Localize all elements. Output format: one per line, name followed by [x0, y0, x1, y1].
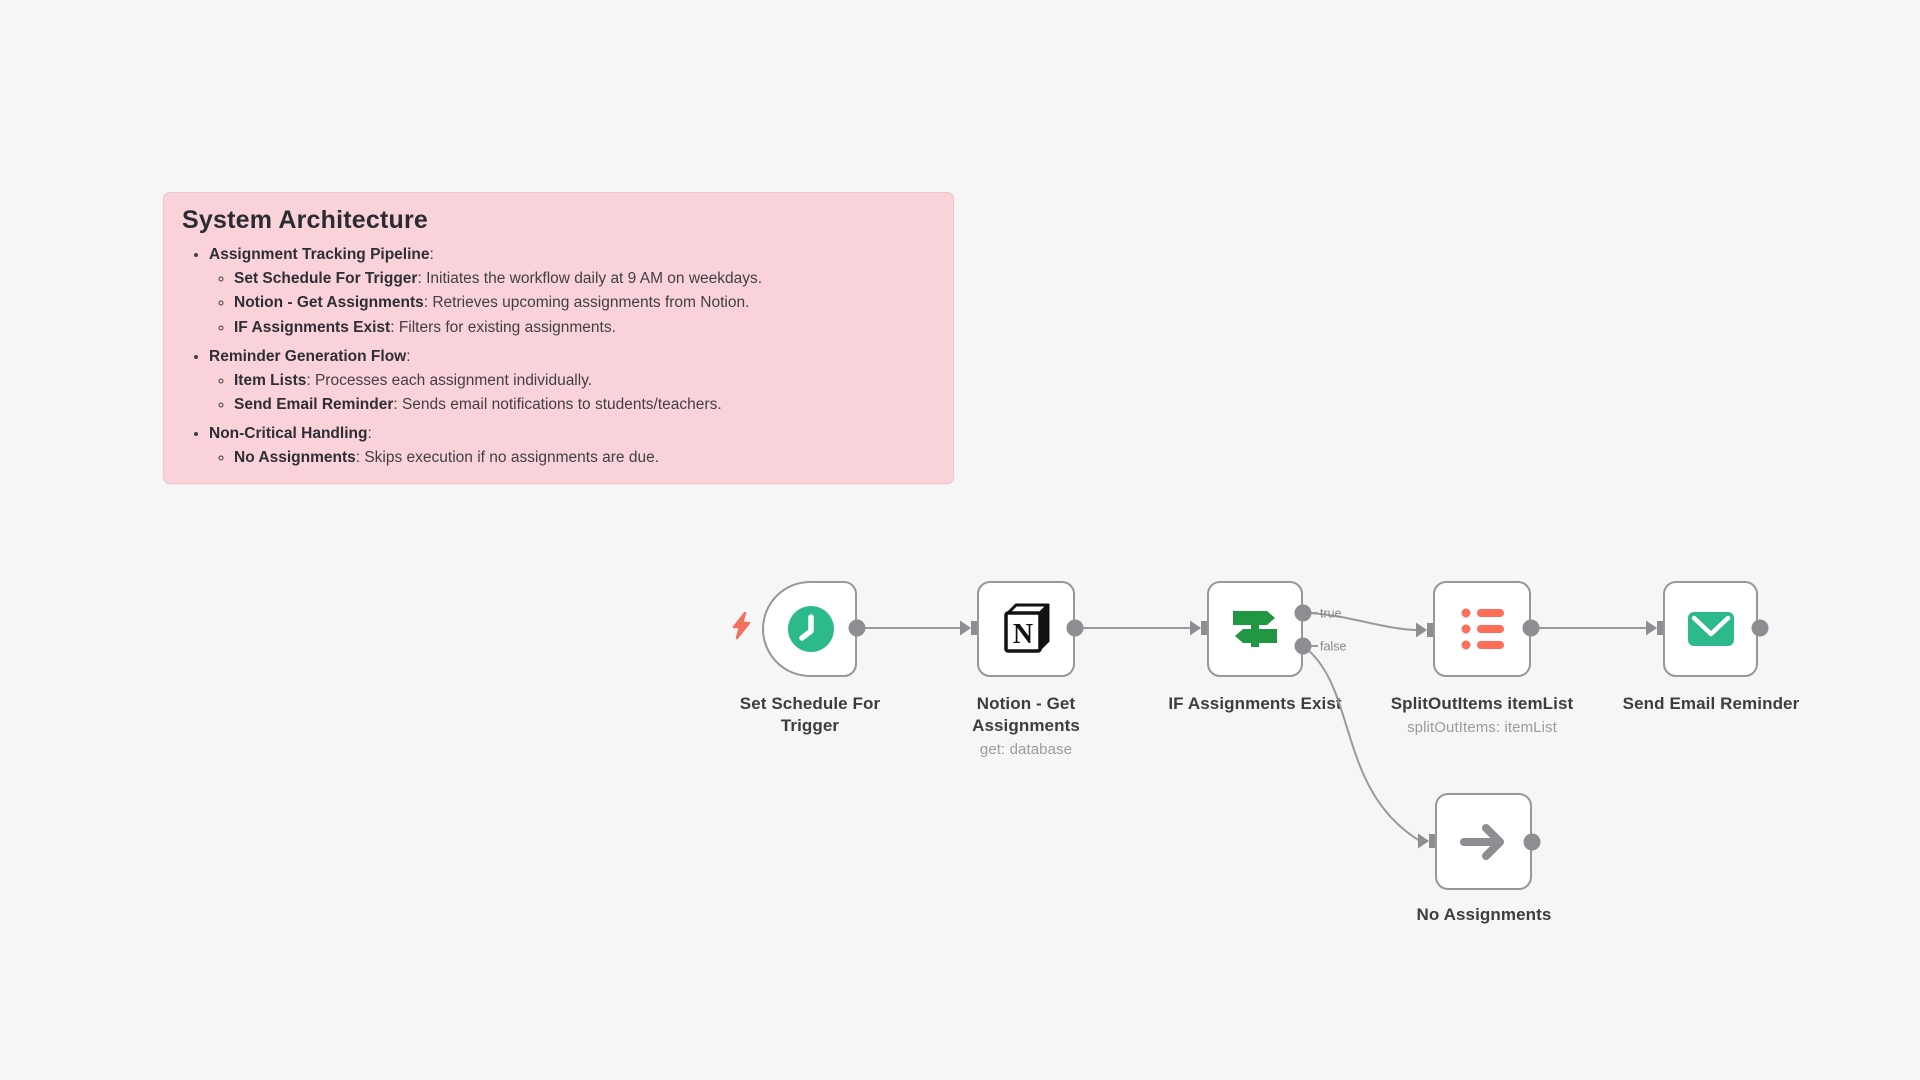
output-port-if-false[interactable]: [1294, 637, 1312, 655]
output-port-notion[interactable]: [1066, 619, 1084, 637]
output-port-send-email[interactable]: [1751, 619, 1769, 637]
node-label-if: IF Assignments Exist: [1168, 694, 1342, 713]
input-port-no-assignments[interactable]: [1418, 833, 1435, 849]
note-list: Assignment Tracking Pipeline: Set Schedu…: [182, 246, 935, 468]
note-section: Non-Critical Handling: No Assignments: S…: [209, 425, 935, 468]
sticky-note-system-architecture[interactable]: System Architecture Assignment Tracking …: [163, 192, 954, 484]
note-item: Item Lists: Processes each assignment in…: [234, 372, 935, 391]
input-port-if[interactable]: [1190, 620, 1207, 636]
trigger-bolt-icon: [732, 611, 751, 640]
note-item: Send Email Reminder: Sends email notific…: [234, 396, 935, 415]
note-title: System Architecture: [182, 206, 429, 234]
node-label-no-assignments: No Assignments: [1416, 905, 1552, 924]
output-port-splitout[interactable]: [1522, 619, 1540, 637]
input-port-send-email[interactable]: [1646, 620, 1663, 636]
node-set-schedule-for-trigger[interactable]: [762, 581, 857, 677]
node-label-set-schedule: Set Schedule For Trigger: [739, 694, 881, 735]
note-section: Assignment Tracking Pipeline: Set Schedu…: [209, 246, 935, 338]
output-port-trigger[interactable]: [848, 619, 866, 637]
note-section: Reminder Generation Flow: Item Lists: Pr…: [209, 348, 935, 415]
if-output-label-false: false: [1320, 640, 1346, 654]
note-item: Set Schedule For Trigger: Initiates the …: [234, 270, 935, 289]
email-envelope-icon: [1687, 612, 1734, 646]
input-port-splitout[interactable]: [1416, 622, 1433, 638]
note-item: No Assignments: Skips execution if no as…: [234, 449, 935, 468]
node-label-notion: Notion - Get Assignments get: database: [956, 693, 1096, 759]
notion-icon: N: [1004, 603, 1050, 653]
node-sublabel-notion: get: database: [979, 740, 1073, 758]
edge-if-false-to-noassignments[interactable]: [1302, 645, 1421, 842]
node-send-email-reminder[interactable]: [1663, 581, 1758, 677]
node-notion-get-assignments[interactable]: N: [977, 581, 1075, 677]
noop-arrow-icon: [1459, 823, 1504, 860]
clock-schedule-trigger-icon: [787, 606, 834, 652]
node-splitoutitems-itemlist[interactable]: [1433, 581, 1531, 677]
split-list-icon: [1461, 608, 1504, 650]
note-item: IF Assignments Exist: Filters for existi…: [234, 319, 935, 338]
svg-text:N: N: [1013, 619, 1033, 650]
note-item: Notion - Get Assignments: Retrieves upco…: [234, 294, 935, 313]
node-if-assignments-exist[interactable]: [1207, 581, 1303, 677]
if-signpost-icon: [1233, 611, 1277, 647]
if-output-label-true: true: [1320, 607, 1342, 621]
output-port-if-true[interactable]: [1294, 604, 1312, 622]
node-label-send-email: Send Email Reminder: [1622, 694, 1800, 713]
node-sublabel-splitout: splitOutItems: itemList: [1407, 718, 1557, 736]
input-port-notion[interactable]: [960, 620, 977, 636]
node-label-splitout: SplitOutItems itemList splitOutItems: it…: [1382, 693, 1582, 737]
output-port-no-assignments[interactable]: [1523, 833, 1541, 851]
